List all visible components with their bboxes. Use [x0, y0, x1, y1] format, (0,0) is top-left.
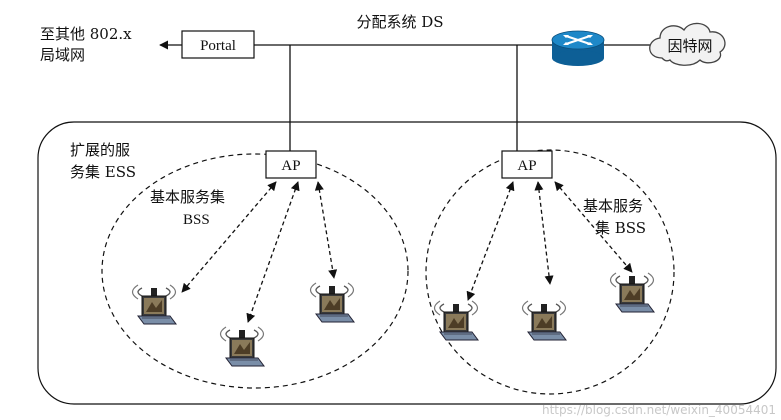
other-lan-label-line1: 至其他 802.x	[40, 25, 132, 43]
station-right-2	[521, 300, 567, 341]
router-icon	[551, 30, 605, 66]
bss-left-label-line1: 基本服务集	[150, 188, 225, 206]
ess-boundary	[37, 121, 777, 405]
ess-label-line2: 务集 ESS	[70, 163, 136, 181]
bss-right-boundary	[425, 149, 675, 395]
link-right-1	[466, 181, 515, 301]
station-right-3	[609, 272, 655, 313]
link-left-2	[246, 181, 300, 323]
bss-left-boundary	[101, 153, 409, 389]
bss-left-label-line2: BSS	[183, 212, 210, 228]
ap-left-box	[265, 150, 317, 179]
other-lan-label-line2: 局域网	[40, 46, 85, 64]
station-left-1	[131, 284, 177, 325]
bss-right-label-line1: 基本服务	[583, 197, 643, 215]
link-right-2	[534, 181, 554, 285]
station-left-3	[309, 282, 355, 323]
ap-right-label: AP	[517, 158, 536, 174]
watermark-text: https://blog.csdn.net/weixin_40054401	[542, 403, 776, 417]
link-left-3	[314, 181, 338, 279]
link-right-3	[554, 181, 633, 273]
ap-left-label: AP	[281, 158, 300, 174]
portal-box	[181, 30, 255, 59]
cloud-icon	[649, 22, 726, 66]
ds-label: 分配系统 DS	[356, 13, 443, 31]
station-left-2	[219, 326, 265, 367]
ap-right-box	[501, 150, 553, 179]
station-right-1	[433, 300, 479, 341]
bss-right-label-line2: 集 BSS	[595, 219, 646, 237]
internet-label: 因特网	[667, 37, 712, 55]
portal-label: Portal	[200, 38, 236, 54]
ess-label-line1: 扩展的服	[70, 141, 130, 159]
